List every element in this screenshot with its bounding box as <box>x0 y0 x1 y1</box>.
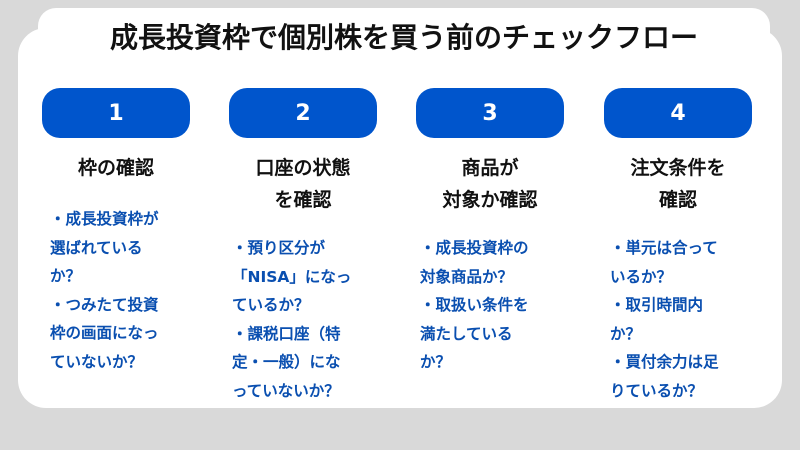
step-1: 1 枠の確認 <box>42 88 190 184</box>
step-2: 2 口座の状態 を確認 <box>229 88 377 216</box>
title-tab <box>38 8 770 68</box>
step-4: 4 注文条件を 確認 <box>604 88 752 216</box>
step-title: 口座の状態 を確認 <box>255 157 351 211</box>
step-1-body: ・成長投資枠が 選ばれている か？ ・つみたて投資 枠の画面になっ ていないか？ <box>50 210 159 371</box>
step-number-badge: 2 <box>229 88 377 138</box>
step-title: 商品が 対象か確認 <box>442 157 538 211</box>
step-title: 注文条件を 確認 <box>630 157 726 211</box>
step-4-body: ・単元は合って いるか？ ・取引時間内 か？ ・買付余力は足 りているか？ <box>610 239 719 400</box>
step-2-body: ・預り区分が 「NISA」になっ ているか？ ・課税口座（特 定・一般）にな っ… <box>232 239 352 400</box>
page-title: 成長投資枠で個別株を買う前のチェックフロー <box>109 21 698 54</box>
step-3: 3 商品が 対象か確認 <box>416 88 564 216</box>
step-number-badge: 1 <box>42 88 190 138</box>
step-number-badge: 4 <box>604 88 752 138</box>
step-3-body: ・成長投資枠の 対象商品か？ ・取扱い条件を 満たしている か？ <box>420 239 529 371</box>
step-title: 枠の確認 <box>77 157 154 179</box>
step-number-badge: 3 <box>416 88 564 138</box>
